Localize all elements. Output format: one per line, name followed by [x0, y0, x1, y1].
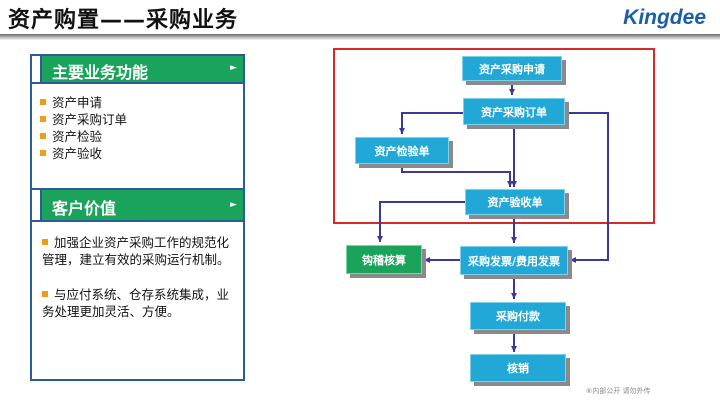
- list-item: 资产验收: [40, 145, 127, 162]
- kingdee-logo: Kingdee: [623, 6, 706, 29]
- arrow-receipt-to-reconcile: [377, 201, 465, 242]
- value-point: 加强企业资产采购工作的规范化管理，建立有效的采购运行机制。: [42, 235, 230, 267]
- bullet-square-icon: [40, 116, 46, 122]
- page-title: 资产购置——采购业务: [8, 8, 239, 33]
- value-panel-header: 客户价值 ►: [32, 190, 243, 222]
- highlight-frame: [333, 48, 655, 224]
- list-item: 资产申请: [40, 94, 127, 111]
- node-asset-purchase-request: 资产采购申请: [462, 56, 562, 81]
- header-divider: [0, 34, 720, 40]
- arrow-order-to-inspection: [399, 112, 463, 134]
- list-item: 资产采购订单: [40, 111, 127, 128]
- triangle-right-icon: ►: [230, 63, 237, 73]
- bullet-square-icon: [40, 133, 46, 139]
- list-item: 资产检验: [40, 128, 127, 145]
- bullet-square-icon: [42, 291, 48, 297]
- functions-panel: 主要业务功能 ► 资产申请 资产采购订单 资产检验 资产验收: [30, 54, 245, 190]
- node-reconcile: 钩稽核算: [346, 245, 422, 274]
- value-point: 与应付系统、仓存系统集成，业务处理更加灵活、方便。: [42, 287, 230, 319]
- confidentiality-footer: ⑥内部公开 请勿外传: [586, 387, 651, 395]
- arrow-inspection-to-receipt: [401, 165, 513, 187]
- node-purchase-invoice: 采购发票/费用发票: [460, 246, 568, 275]
- functions-heading: 主要业务功能: [52, 63, 149, 82]
- node-asset-purchase-order: 资产采购订单: [463, 98, 565, 125]
- functions-list: 资产申请 资产采购订单 资产检验 资产验收: [40, 94, 127, 162]
- node-asset-inspection: 资产检验单: [355, 137, 449, 164]
- node-write-off: 核销: [470, 354, 566, 382]
- triangle-right-icon: ►: [230, 200, 237, 210]
- bullet-square-icon: [42, 239, 48, 245]
- node-purchase-payment: 采购付款: [470, 302, 566, 330]
- value-heading: 客户价值: [52, 199, 117, 218]
- bullet-square-icon: [40, 150, 46, 156]
- functions-panel-header: 主要业务功能 ►: [32, 56, 243, 84]
- value-panel: 客户价值 ► 加强企业资产采购工作的规范化管理，建立有效的采购运行机制。 与应付…: [30, 188, 245, 381]
- node-asset-receipt: 资产验收单: [465, 189, 565, 215]
- bullet-square-icon: [40, 99, 46, 105]
- arrow-order-to-invoice: [565, 112, 609, 263]
